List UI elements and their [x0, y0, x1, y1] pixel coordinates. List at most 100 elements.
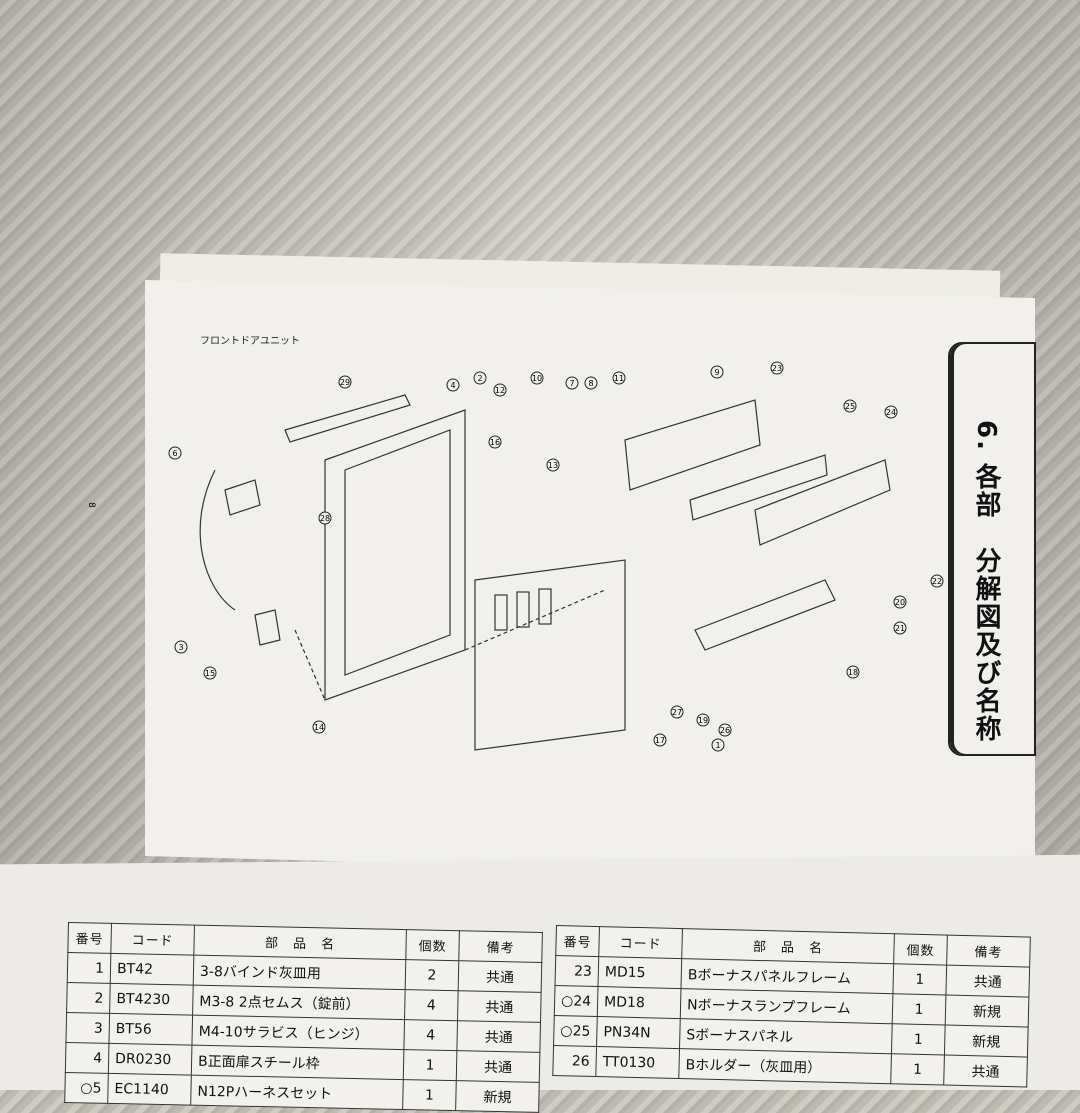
panel-window-3	[538, 588, 552, 625]
callout-circle	[612, 371, 626, 385]
cell-name: N12Pハーネスセット	[190, 1075, 404, 1110]
callout-circle	[546, 458, 560, 472]
bonus-panel	[689, 454, 828, 521]
cell-no: 4	[65, 1042, 109, 1074]
callout-number: 19	[698, 716, 708, 725]
callout-circle	[312, 720, 326, 734]
callout-number: 2	[477, 374, 482, 383]
cell-qty: 1	[891, 1023, 946, 1056]
lamp-frame	[624, 399, 761, 491]
cell-qty: 1	[890, 1053, 945, 1086]
callout-circle	[318, 511, 332, 525]
cell-code: BT42	[110, 953, 194, 986]
header-name: 部 品 名	[193, 925, 407, 960]
panel-window-2	[516, 591, 530, 628]
cell-no: 1	[67, 952, 111, 984]
cell-note: 共通	[456, 1020, 541, 1053]
top-bracket	[284, 394, 411, 443]
cell-name: 3-8バインド灰皿用	[193, 955, 406, 990]
cell-name: M3-8 2点セムス（錠前）	[192, 985, 406, 1020]
cell-no: 2	[66, 982, 111, 1014]
callout-number: 12	[495, 386, 505, 395]
cell-qty: 4	[404, 989, 459, 1021]
header-code: コード	[598, 926, 683, 959]
cell-note: 新規	[944, 1025, 1029, 1058]
cell-qty: 1	[403, 1049, 457, 1081]
callout-circle	[884, 405, 898, 419]
callout-number: 6	[172, 449, 177, 458]
callout-circle	[893, 621, 907, 635]
cell-code: TT0130	[595, 1046, 680, 1079]
callout-circle	[168, 446, 182, 460]
callout-circle	[473, 371, 487, 385]
callout-number: 8	[588, 379, 593, 388]
cell-note: 新規	[455, 1080, 540, 1113]
callout-number: 20	[895, 598, 905, 607]
callout-circle	[670, 705, 684, 719]
header-no: 番号	[67, 922, 112, 954]
callout-number: 10	[532, 374, 542, 383]
header-code: コード	[110, 923, 195, 956]
cell-note: 共通	[943, 1055, 1028, 1088]
cell-code: PN34N	[596, 1016, 681, 1049]
callout-circle	[446, 378, 460, 392]
callout-circle	[930, 574, 944, 588]
unit-label: フロントドアユニット	[200, 336, 300, 347]
callout-circle	[565, 376, 579, 390]
callout-number: 16	[490, 438, 500, 447]
cell-qty: 4	[403, 1019, 458, 1051]
callout-circle	[653, 733, 667, 747]
speaker	[224, 479, 261, 516]
header-qty: 個数	[893, 933, 948, 966]
callout-circle	[710, 365, 724, 379]
cell-no: ○5	[64, 1072, 109, 1104]
hinge	[254, 609, 281, 646]
cell-code: BT56	[108, 1013, 193, 1046]
callout-number: 15	[205, 669, 215, 678]
callout-circle	[530, 371, 544, 385]
cell-code: DR0230	[108, 1043, 192, 1076]
header-qty: 個数	[405, 929, 460, 961]
callout-circle	[493, 383, 507, 397]
callout-number: 14	[314, 723, 324, 732]
callout-number: 7	[569, 379, 574, 388]
header-note: 備考	[458, 930, 543, 963]
cell-code: MD18	[597, 986, 682, 1019]
cell-no: ○24	[554, 985, 599, 1017]
cell-note: 共通	[945, 965, 1030, 998]
callout-number: 24	[886, 408, 896, 417]
header-note: 備考	[946, 935, 1031, 968]
cell-no: 26	[552, 1045, 597, 1077]
panel-window-1	[494, 594, 508, 631]
cell-name: M4-10サラビス（ヒンジ）	[191, 1015, 405, 1050]
header-no: 番号	[555, 925, 600, 957]
callout-number: 17	[655, 736, 665, 745]
callout-circle	[846, 665, 860, 679]
ashtray	[694, 579, 836, 651]
callout-number: 11	[614, 374, 624, 383]
exploded-diagram: 2942121078119232524616132853151420222118…	[168, 361, 944, 752]
callout-circle	[174, 640, 188, 654]
harness	[199, 469, 236, 611]
section-title-box	[948, 342, 1036, 756]
bonus-lamp-frame	[754, 459, 891, 546]
callout-circle	[770, 361, 784, 375]
door-frame	[324, 409, 466, 701]
cell-code: MD15	[598, 956, 682, 989]
callout-circle	[711, 738, 725, 752]
cell-note: 新規	[945, 995, 1029, 1028]
callout-number: 4	[450, 381, 455, 390]
callout-number: 23	[772, 364, 782, 373]
cell-qty: 1	[892, 993, 946, 1026]
callout-number: 9	[714, 368, 719, 377]
cell-note: 共通	[456, 1050, 540, 1083]
callout-circle	[203, 666, 217, 680]
callout-circle	[893, 595, 907, 609]
callout-circle	[584, 376, 598, 390]
callout-number: 25	[845, 402, 855, 411]
cell-no: 23	[555, 955, 599, 987]
callout-circle	[843, 399, 857, 413]
callout-number: 26	[720, 726, 730, 735]
callout-number: 13	[548, 461, 558, 470]
